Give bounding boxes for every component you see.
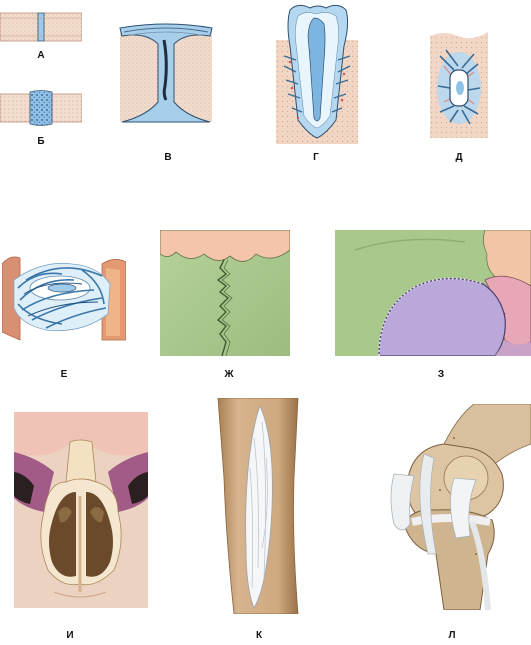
figure-a-illustration bbox=[0, 12, 82, 42]
figure-l bbox=[384, 404, 531, 610]
figure-b bbox=[0, 88, 82, 128]
label-g: Г bbox=[313, 152, 319, 163]
figure-z-illustration bbox=[335, 230, 531, 356]
figure-i bbox=[14, 412, 148, 608]
figure-zh-illustration bbox=[160, 230, 290, 356]
figure-g bbox=[276, 0, 358, 148]
label-d: Д bbox=[455, 152, 463, 163]
label-k: К bbox=[255, 630, 263, 641]
figure-e bbox=[2, 244, 126, 344]
figure-d bbox=[430, 26, 488, 140]
figure-d-illustration bbox=[430, 32, 488, 138]
figure-b-illustration bbox=[0, 90, 82, 126]
figure-k bbox=[214, 398, 304, 614]
figure-g-illustration bbox=[276, 4, 358, 144]
figure-a bbox=[0, 10, 82, 44]
figure-zh bbox=[160, 230, 290, 356]
figure-v bbox=[116, 22, 216, 126]
figure-i-illustration bbox=[14, 412, 148, 608]
figure-e-illustration bbox=[2, 256, 126, 341]
figure-l-illustration bbox=[390, 404, 531, 610]
label-i: И bbox=[66, 630, 74, 641]
label-v: В bbox=[164, 152, 172, 163]
label-e: Е bbox=[60, 369, 68, 380]
label-z: З bbox=[437, 369, 445, 380]
label-b: Б bbox=[37, 136, 45, 147]
label-l: Л bbox=[448, 630, 456, 641]
figure-k-illustration bbox=[217, 398, 299, 614]
label-zh: Ж bbox=[224, 369, 234, 380]
label-a: А bbox=[37, 50, 45, 61]
figure-v-illustration bbox=[119, 23, 213, 123]
figure-z bbox=[335, 230, 531, 356]
